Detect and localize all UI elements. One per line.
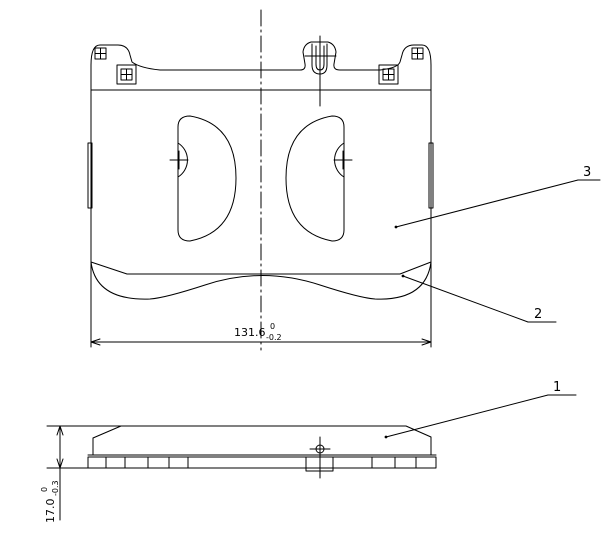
thickness-dimension-upper-tolerance: 0: [40, 487, 49, 492]
side-clips: [87, 142, 434, 209]
side-view: [46, 425, 437, 479]
callout-label-2: 2: [534, 307, 542, 322]
right-window: [285, 115, 353, 242]
thickness-dimension-label: 17.0 0 -0.3: [40, 480, 60, 523]
thickness-dimension-lower-tolerance: -0.3: [51, 480, 60, 496]
left-window: [169, 115, 237, 242]
callout-label-1: 1: [553, 380, 561, 395]
thickness-dimension-value: 17.0: [44, 499, 57, 524]
center-slot: [304, 35, 337, 107]
width-dimension: [90, 261, 432, 348]
width-dimension-lower-tolerance: -0.2: [266, 333, 282, 342]
friction-pad-bottom: [90, 261, 432, 300]
callout-leaders: [385, 179, 601, 438]
width-dimension-upper-tolerance: 0: [270, 322, 275, 331]
callout-label-3: 3: [583, 165, 591, 180]
mounting-holes: [94, 47, 424, 85]
width-dimension-value: 131.6: [234, 326, 266, 339]
thickness-dimension: [56, 425, 64, 521]
